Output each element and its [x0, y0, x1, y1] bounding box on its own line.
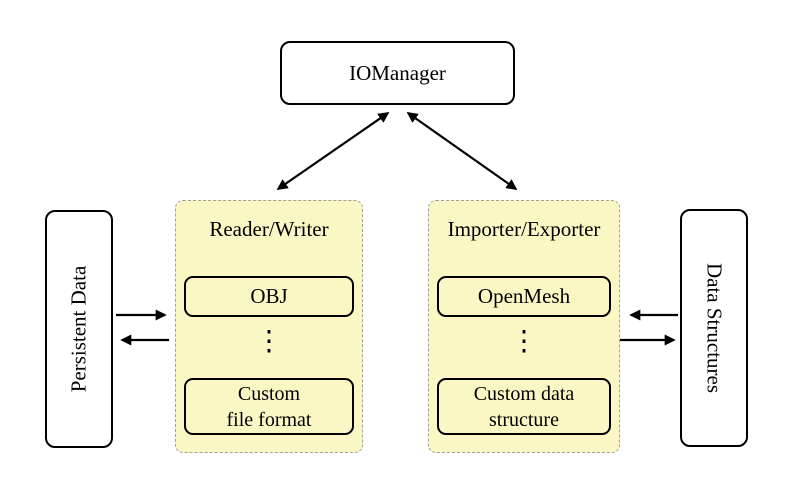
obj-node: OBJ	[184, 276, 354, 317]
iomanager-node: IOManager	[280, 41, 515, 105]
persistent-data-label: Persistent Data	[66, 265, 91, 393]
vertical-ellipsis: ⋮	[176, 327, 362, 355]
importer-exporter-panel-title: Importer/Exporter	[447, 217, 601, 241]
data-structures-label: Data Structures	[702, 262, 727, 394]
custom-data-structure-line1: Custom data	[473, 382, 575, 405]
arrow-iomanager-readerwriter	[276, 112, 390, 190]
openmesh-label: OpenMesh	[477, 283, 571, 308]
iomanager-label: IOManager	[349, 60, 446, 85]
vertical-ellipsis-glyph: ⋮	[255, 324, 283, 357]
reader-writer-panel: Reader/Writer OBJ ⋮ Custom file format	[175, 200, 363, 453]
vertical-ellipsis: ⋮	[429, 327, 619, 355]
vertical-ellipsis-glyph: ⋮	[510, 324, 538, 357]
importer-exporter-panel: Importer/Exporter OpenMesh ⋮ Custom data…	[428, 200, 620, 453]
reader-writer-panel-title: Reader/Writer	[209, 217, 329, 241]
custom-file-format-line2: file format	[226, 408, 312, 431]
data-structures-node: Data Structures	[680, 209, 748, 447]
obj-label: OBJ	[250, 283, 288, 308]
custom-file-format-node: Custom file format	[184, 378, 354, 435]
custom-data-structure-line2: structure	[489, 408, 559, 431]
persistent-data-node: Persistent Data	[45, 210, 113, 448]
custom-file-format-line1: Custom	[237, 382, 301, 405]
custom-data-structure-node: Custom data structure	[437, 378, 611, 435]
openmesh-node: OpenMesh	[437, 276, 611, 317]
arrow-iomanager-importerexporter	[406, 112, 518, 190]
